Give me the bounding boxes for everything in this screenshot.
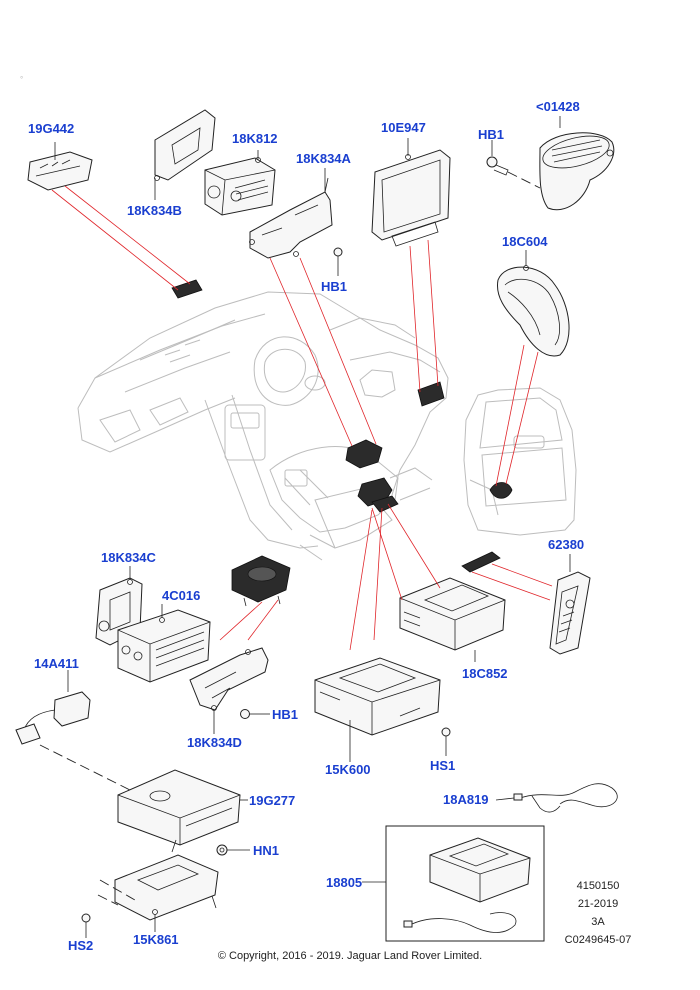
install-location-seat-block bbox=[345, 439, 383, 469]
part-18K812 bbox=[204, 157, 276, 216]
label-15K861: 15K861 bbox=[133, 932, 179, 947]
label-HB1-top: HB1 bbox=[478, 127, 505, 142]
label-4C016: 4C016 bbox=[162, 588, 201, 603]
diagram-date: 21-2019 bbox=[577, 898, 619, 910]
diagram-revision: 3A bbox=[591, 916, 605, 928]
label-18C604: 18C604 bbox=[502, 234, 548, 249]
leader-dashed-14A411 bbox=[39, 744, 131, 791]
install-location-screen bbox=[417, 381, 445, 407]
part-18C852 bbox=[399, 577, 506, 651]
bolt-HS1 bbox=[441, 727, 451, 746]
rear-door-panel bbox=[463, 387, 577, 536]
part-18805-box bbox=[385, 825, 545, 942]
part-15K600 bbox=[314, 657, 441, 736]
part-18K834A bbox=[249, 177, 333, 259]
bolt-HB1-top bbox=[486, 156, 509, 176]
part-10E947 bbox=[371, 149, 451, 247]
label-01428: <01428 bbox=[536, 99, 580, 114]
label-HB1-low: HB1 bbox=[272, 707, 299, 722]
diagram-number: 4150150 bbox=[576, 880, 620, 892]
part-14A411 bbox=[15, 691, 91, 745]
install-location-console-lower bbox=[371, 495, 399, 513]
part-18C604 bbox=[496, 265, 570, 357]
label-18805: 18805 bbox=[326, 875, 363, 890]
label-18K834B: 18K834B bbox=[127, 203, 182, 218]
label-HN1: HN1 bbox=[253, 843, 280, 858]
label-14A411: 14A411 bbox=[34, 656, 79, 671]
label-HS2: HS2 bbox=[68, 938, 94, 953]
part-19G442 bbox=[27, 151, 93, 191]
label-18K834A: 18K834A bbox=[296, 151, 351, 166]
car-interior-outline bbox=[77, 291, 449, 561]
part-remote-battery bbox=[461, 551, 501, 573]
bolt-HS2 bbox=[81, 913, 91, 932]
label-HS1: HS1 bbox=[430, 758, 456, 773]
bolt-HB1-low bbox=[240, 709, 262, 719]
part-18A819 bbox=[513, 783, 618, 813]
part-18K834B bbox=[154, 109, 216, 181]
part-19G277 bbox=[117, 769, 241, 846]
red-leader-lines bbox=[51, 185, 553, 651]
part-01428 bbox=[539, 132, 615, 211]
label-18C852: 18C852 bbox=[462, 666, 508, 681]
label-19G442: 19G442 bbox=[28, 121, 75, 136]
label-18K834C: 18K834C bbox=[101, 550, 156, 565]
leader-dashed-01428 bbox=[507, 171, 541, 189]
part-amplifier-upper bbox=[231, 555, 291, 607]
label-62380: 62380 bbox=[548, 537, 585, 552]
black-leader-lines bbox=[54, 116, 571, 938]
label-18K834D: 18K834D bbox=[187, 735, 242, 750]
label-18A819: 18A819 bbox=[443, 792, 489, 807]
part-15K861 bbox=[114, 839, 219, 921]
copyright-notice: © Copyright, 2016 - 2019. Jaguar Land Ro… bbox=[217, 950, 483, 962]
svg-text:°: ° bbox=[20, 75, 23, 84]
label-19G277: 19G277 bbox=[249, 793, 296, 808]
leader-dashed-15K861 bbox=[97, 879, 136, 906]
nut-HN1 bbox=[216, 844, 228, 856]
part-4C016 bbox=[117, 609, 211, 683]
bolt-HB1-mid bbox=[333, 247, 343, 266]
part-62380 bbox=[549, 571, 591, 655]
label-10E947: 10E947 bbox=[381, 120, 426, 135]
label-15K600: 15K600 bbox=[325, 762, 371, 777]
diagram-code: C0249645-07 bbox=[564, 934, 632, 946]
label-18K812: 18K812 bbox=[232, 131, 278, 146]
label-HB1-mid: HB1 bbox=[321, 279, 348, 294]
part-18K834D bbox=[189, 647, 269, 711]
